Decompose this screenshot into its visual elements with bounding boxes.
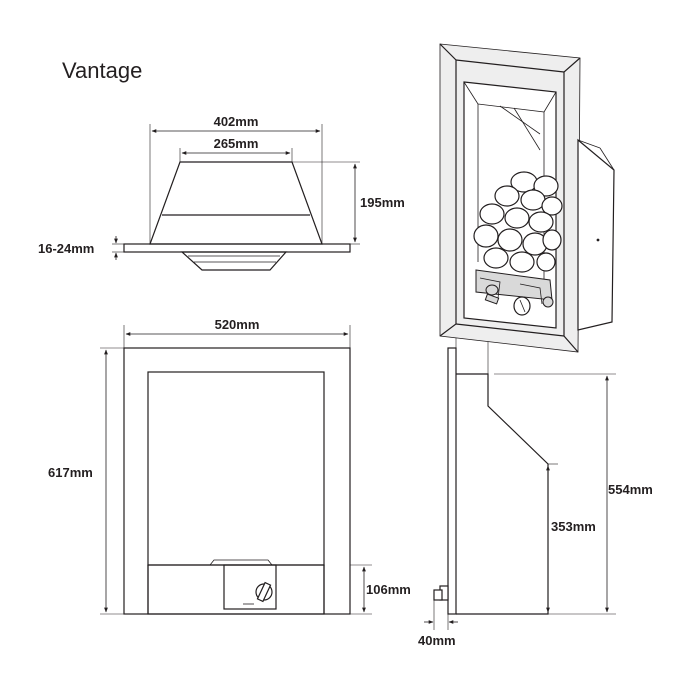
top-view-body [149, 161, 323, 245]
control-knob-icon [243, 581, 273, 605]
front-inner-opening [147, 371, 325, 566]
side-body-profile [456, 373, 549, 615]
front-control-box [223, 564, 277, 610]
top-view: 402mm 265mm 195mm 16-24mm [38, 114, 405, 271]
fire-illustration [439, 43, 615, 353]
diagram-title: Vantage [62, 58, 142, 83]
dim-top-inner-width: 265mm [214, 136, 259, 151]
dim-side-total-height: 554mm [608, 482, 653, 497]
side-view: 73mm 554mm 353mm 40mm [418, 309, 653, 648]
dim-top-depth: 195mm [360, 195, 405, 210]
dim-front-height: 617mm [48, 465, 93, 480]
side-box [577, 138, 615, 331]
top-view-protrusion [180, 251, 288, 271]
dim-top-lip: 16-24mm [38, 241, 94, 256]
front-outer-frame [123, 347, 351, 615]
dim-top-outer-width: 402mm [214, 114, 259, 129]
front-control-panel [147, 564, 325, 615]
dim-side-lower-height: 353mm [551, 519, 596, 534]
side-control-icon [433, 585, 449, 601]
side-front-plate [447, 347, 457, 615]
front-view: 520mm 617mm 106mm [48, 317, 411, 615]
dim-side-bottom-depth: 40mm [418, 633, 456, 648]
coals-icon [473, 171, 563, 273]
top-view-flange [123, 243, 351, 253]
dim-front-bottom: 106mm [366, 582, 411, 597]
burner-mechanism [475, 269, 554, 316]
dim-front-width: 520mm [215, 317, 260, 332]
